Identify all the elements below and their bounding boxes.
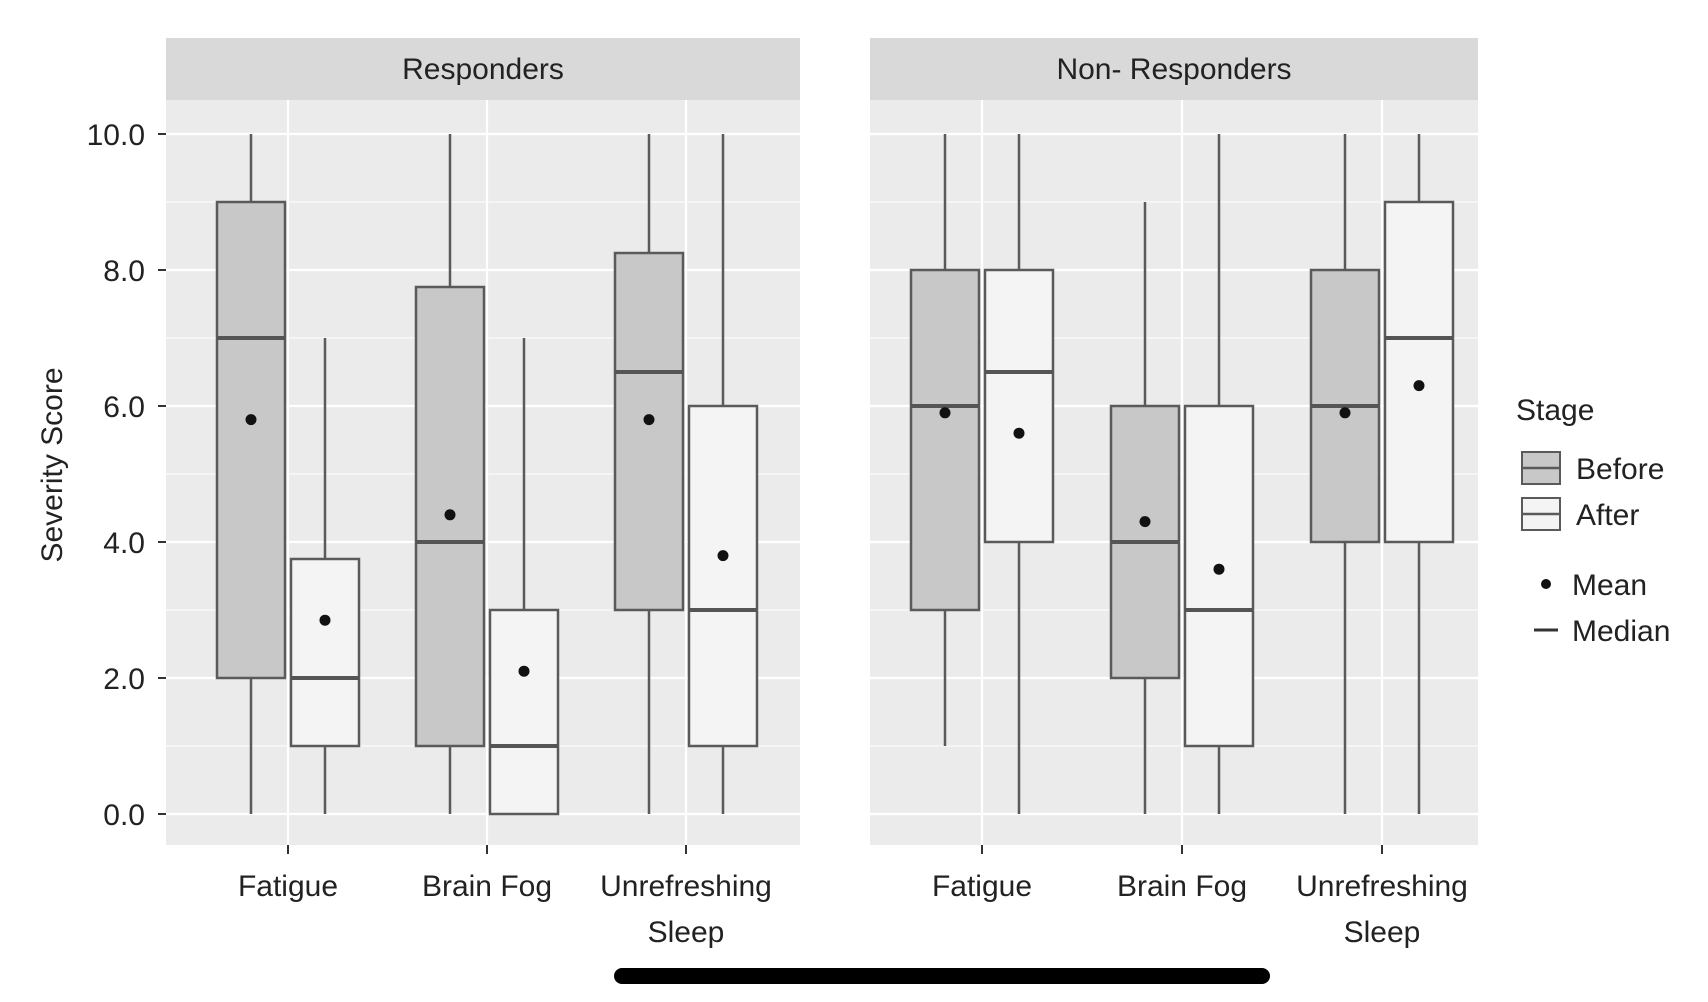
legend-item-before: Before — [1521, 451, 1664, 486]
x-tick-label: Fatigue — [932, 870, 1032, 903]
y-tick-label: 2.0 — [103, 663, 145, 696]
mean-point-after — [518, 665, 530, 677]
home-indicator-bar — [614, 968, 1270, 984]
y-axis-title: Severity Score — [36, 367, 69, 562]
mean-point-after — [1213, 563, 1225, 575]
x-tick-label-line: Brain Fog — [1117, 870, 1247, 903]
box-after — [983, 268, 1055, 544]
legend-label: Mean — [1572, 569, 1647, 602]
box-group-fatigue — [909, 134, 1055, 814]
mean-point-after — [1413, 380, 1425, 392]
y-tick-label: 10.0 — [87, 119, 145, 152]
box-group-brain-fog — [1109, 134, 1255, 814]
x-tick-label: Brain Fog — [1117, 870, 1247, 903]
y-axis: 0.0 2.0 4.0 6.0 8.0 10.0 — [87, 119, 166, 832]
mean-point-before — [643, 414, 655, 426]
y-tick-label: 4.0 — [103, 527, 145, 560]
panel-title: Non- Responders — [1056, 53, 1291, 86]
mean-point-before — [1339, 407, 1351, 419]
box-group-unrefreshing-sleep — [613, 134, 759, 814]
mean-point-before — [245, 414, 257, 426]
box-before — [613, 251, 685, 612]
mean-point-before — [1139, 516, 1151, 528]
mean-point-after — [717, 550, 729, 562]
x-tick-label-line: Unrefreshing — [600, 870, 772, 903]
legend-title: Stage — [1516, 394, 1594, 427]
box-after — [289, 557, 361, 748]
legend-label: Before — [1576, 453, 1664, 486]
panel-strip — [870, 38, 1478, 100]
x-tick-label: Fatigue — [238, 870, 338, 903]
panel-strip — [166, 38, 800, 100]
x-tick-label-line: Sleep — [648, 916, 725, 949]
x-tick-label: Brain Fog — [422, 870, 552, 903]
x-tick-label-line: Brain Fog — [422, 870, 552, 903]
box-group-fatigue — [215, 134, 361, 814]
x-tick-label-line: Fatigue — [238, 870, 338, 903]
box-before — [909, 268, 981, 612]
mean-point-after — [1013, 427, 1025, 439]
box-group-brain-fog — [414, 134, 560, 816]
mean-point-before — [939, 407, 951, 419]
legend-mean-marker — [1541, 579, 1551, 589]
box-group-unrefreshing-sleep — [1309, 134, 1455, 814]
panel-title: Responders — [402, 53, 564, 86]
y-tick-label: 6.0 — [103, 391, 145, 424]
box-after — [687, 404, 759, 748]
legend-label: After — [1576, 499, 1639, 532]
box-before — [215, 200, 287, 680]
box-after — [488, 608, 560, 816]
legend-label: Median — [1572, 615, 1670, 648]
y-tick-label: 0.0 — [103, 799, 145, 832]
box-after — [1383, 200, 1455, 544]
x-tick-label-line: Sleep — [1344, 916, 1421, 949]
x-tick-label-line: Unrefreshing — [1296, 870, 1468, 903]
legend-item-mean: Mean — [1541, 569, 1647, 602]
legend-item-median: Median — [1534, 615, 1670, 648]
box-after — [1183, 404, 1255, 748]
legend-item-after: After — [1521, 497, 1639, 532]
y-tick-label: 8.0 — [103, 255, 145, 288]
mean-point-before — [444, 509, 456, 521]
x-tick-label-line: Fatigue — [932, 870, 1032, 903]
mean-point-after — [319, 614, 331, 626]
